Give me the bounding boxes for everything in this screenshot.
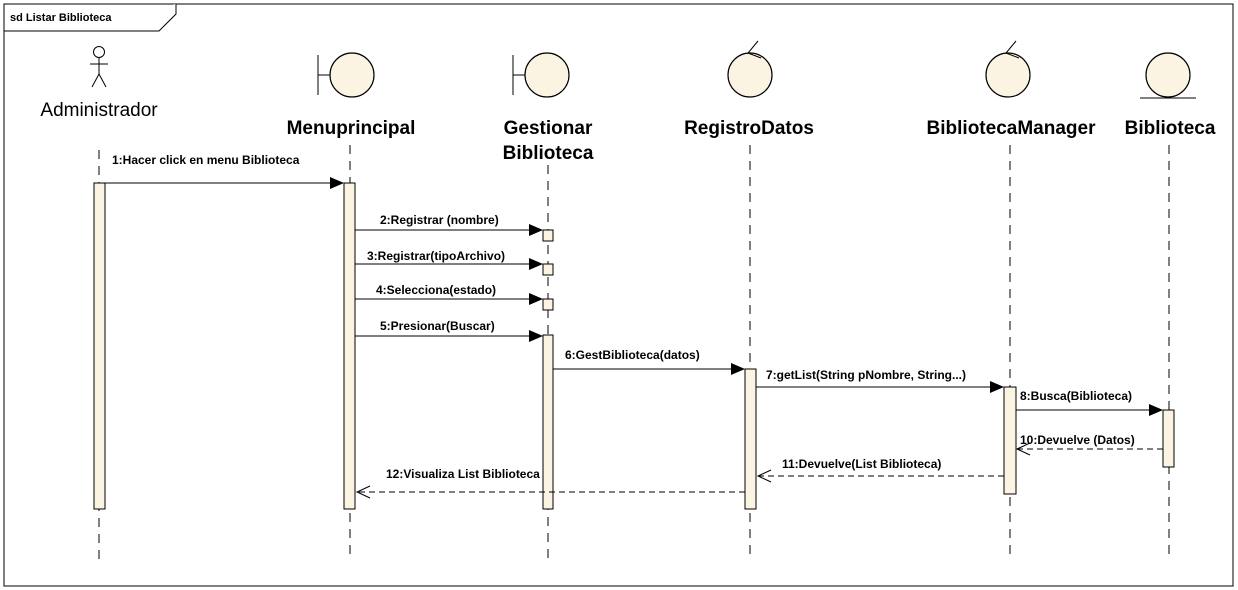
- activation-gestionar-small-2: [542, 263, 554, 276]
- actor-icon: [90, 46, 108, 88]
- activation-gestionar: [542, 334, 554, 510]
- message-3: 3:Registrar(tipoArchivo): [355, 249, 543, 270]
- boundary-icon-gestionar: [512, 52, 570, 98]
- message-label-2: 2:Registrar (nombre): [380, 213, 499, 227]
- message-label-6: 6:GestBiblioteca(datos): [565, 348, 700, 362]
- message-10: 10:Devuelve (Datos): [1015, 433, 1163, 456]
- activation-gestionar-small-1: [542, 229, 554, 242]
- activation-menuprincipal: [343, 182, 356, 510]
- frame-title: sd Listar Biblioteca: [10, 12, 112, 24]
- participant-name-registrodatos: RegistroDatos: [684, 118, 814, 139]
- message-7: 7:getList(String pNombre, String...): [756, 368, 1004, 393]
- message-label-12: 12:Visualiza List Biblioteca: [386, 467, 540, 481]
- message-11: 11:Devuelve(List Biblioteca): [756, 457, 1004, 483]
- message-label-11: 11:Devuelve(List Biblioteca): [782, 457, 941, 471]
- message-5: 5:Presionar(Buscar): [355, 319, 543, 342]
- participant-name-gestionar-line1: Gestionar: [504, 118, 593, 139]
- message-8: 8:Busca(Biblioteca): [1016, 389, 1163, 416]
- participant-name-gestionar-line2: Biblioteca: [503, 143, 594, 164]
- message-label-5: 5:Presionar(Buscar): [380, 319, 495, 333]
- message-label-4: 4:Selecciona(estado): [376, 283, 496, 297]
- activation-administrador: [93, 182, 106, 510]
- frame-title-tab: [4, 4, 177, 32]
- control-icon-bibliotecamanager: [985, 40, 1031, 98]
- activation-biblioteca: [1162, 409, 1175, 468]
- message-4: 4:Selecciona(estado): [355, 283, 543, 305]
- entity-icon-biblioteca: [1140, 52, 1196, 99]
- message-label-8: 8:Busca(Biblioteca): [1020, 389, 1132, 403]
- message-12: 12:Visualiza List Biblioteca: [355, 467, 745, 499]
- control-icon-registrodatos: [727, 40, 773, 98]
- message-label-10: 10:Devuelve (Datos): [1020, 433, 1135, 447]
- participant-name-menuprincipal: Menuprincipal: [287, 118, 416, 139]
- message-6: 6:GestBiblioteca(datos): [553, 348, 745, 375]
- participant-name-bibliotecamanager: BibliotecaManager: [927, 118, 1097, 139]
- message-2: 2:Registrar (nombre): [355, 213, 543, 236]
- activation-gestionar-small-3: [542, 298, 554, 311]
- boundary-icon-menuprincipal: [317, 52, 375, 98]
- message-1: 1:Hacer click en menu Biblioteca: [105, 153, 344, 189]
- participant-name-administrador: Administrador: [40, 100, 158, 121]
- message-label-7: 7:getList(String pNombre, String...): [766, 368, 966, 382]
- activation-registrodatos: [744, 368, 757, 510]
- activation-bibliotecamanager: [1003, 386, 1017, 495]
- diagram-frame: [3, 3, 1234, 587]
- participant-name-biblioteca: Biblioteca: [1125, 118, 1216, 139]
- message-label-3: 3:Registrar(tipoArchivo): [367, 249, 505, 263]
- message-label-1: 1:Hacer click en menu Biblioteca: [112, 153, 300, 167]
